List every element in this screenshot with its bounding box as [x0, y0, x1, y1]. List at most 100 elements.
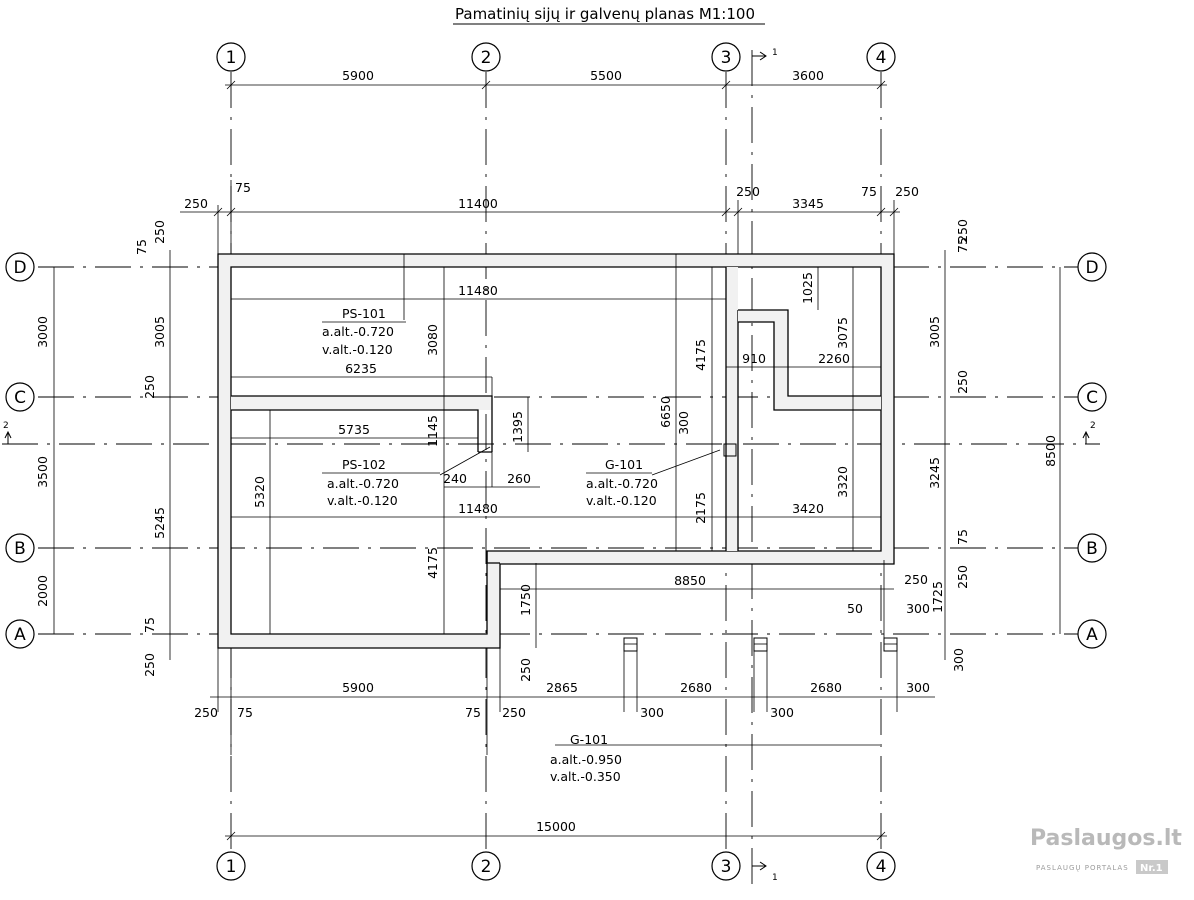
- svg-text:PS-102: PS-102: [342, 457, 386, 472]
- svg-text:3000: 3000: [35, 316, 50, 348]
- dimension-texts-top: 5900 5500 3600 250 75 11400 250 3345 75 …: [184, 68, 919, 211]
- grid-bubble-a-left: A: [5, 619, 35, 649]
- svg-text:250: 250: [184, 196, 208, 211]
- dimension-texts-left: 3000 3500 2000 75 250 3005 250 5245 75 2…: [35, 220, 167, 677]
- svg-text:5500: 5500: [590, 68, 622, 83]
- svg-text:A: A: [14, 625, 26, 645]
- label-ps-102: PS-102 a.alt.-0.720 v.alt.-0.120: [322, 457, 440, 508]
- grid-bubbles-bottom: 1 2 3 4: [216, 851, 896, 881]
- svg-text:3320: 3320: [835, 466, 850, 498]
- svg-text:1025: 1025: [800, 272, 815, 304]
- svg-text:6235: 6235: [345, 361, 377, 376]
- dimension-texts-bottom: 250 75 5900 75 250 250 2865 300 2680 300…: [194, 658, 930, 834]
- svg-text:300: 300: [906, 601, 930, 616]
- svg-text:300: 300: [906, 680, 930, 695]
- grid-bubble-1-bottom: 1: [216, 851, 246, 881]
- svg-text:3: 3: [721, 48, 732, 68]
- svg-text:5900: 5900: [342, 68, 374, 83]
- svg-text:v.alt.-0.120: v.alt.-0.120: [586, 493, 657, 508]
- svg-text:75: 75: [861, 184, 877, 199]
- svg-text:300: 300: [676, 411, 691, 435]
- svg-text:1: 1: [772, 48, 778, 58]
- svg-text:2680: 2680: [680, 680, 712, 695]
- label-g-101-lower: G-101 a.alt.-0.950 v.alt.-0.350: [550, 732, 622, 784]
- grid-bubble-d-left: D: [5, 252, 35, 282]
- svg-text:2: 2: [3, 421, 9, 431]
- svg-text:G-101: G-101: [570, 732, 608, 747]
- svg-text:300: 300: [770, 705, 794, 720]
- svg-text:300: 300: [951, 648, 966, 672]
- svg-text:3005: 3005: [152, 316, 167, 348]
- svg-text:910: 910: [742, 351, 766, 366]
- svg-text:4175: 4175: [693, 339, 708, 371]
- grid-bubble-3-bottom: 3: [711, 851, 741, 881]
- svg-text:5320: 5320: [252, 476, 267, 508]
- grid-bubble-3-top: 3: [711, 42, 741, 72]
- svg-text:5245: 5245: [152, 507, 167, 539]
- svg-text:D: D: [13, 258, 26, 278]
- svg-text:3600: 3600: [792, 68, 824, 83]
- svg-text:a.alt.-0.720: a.alt.-0.720: [322, 324, 394, 339]
- svg-text:8850: 8850: [674, 573, 706, 588]
- svg-text:11480: 11480: [458, 501, 498, 516]
- svg-text:2: 2: [481, 857, 492, 877]
- grid-bubble-b-left: B: [5, 533, 35, 563]
- svg-text:250: 250: [904, 572, 928, 587]
- grid-bubble-d-right: D: [1077, 252, 1107, 282]
- svg-text:240: 240: [443, 471, 467, 486]
- svg-text:75: 75: [237, 705, 253, 720]
- svg-text:250: 250: [194, 705, 218, 720]
- svg-text:5900: 5900: [342, 680, 374, 695]
- svg-text:8500: 8500: [1043, 435, 1058, 467]
- svg-text:2260: 2260: [818, 351, 850, 366]
- svg-text:2: 2: [1090, 421, 1096, 431]
- dimension-lines: [53, 80, 1061, 841]
- svg-text:1395: 1395: [510, 411, 525, 443]
- svg-text:15000: 15000: [536, 819, 576, 834]
- svg-text:11400: 11400: [458, 196, 498, 211]
- svg-text:3005: 3005: [927, 316, 942, 348]
- svg-text:4175: 4175: [425, 547, 440, 579]
- label-g-101-middle: G-101 a.alt.-0.720 v.alt.-0.120: [586, 457, 658, 508]
- grid-bubble-a-right: A: [1077, 619, 1107, 649]
- svg-text:D: D: [1085, 258, 1098, 278]
- svg-text:75: 75: [235, 180, 251, 195]
- svg-text:250: 250: [955, 219, 970, 243]
- svg-text:250: 250: [152, 220, 167, 244]
- svg-text:300: 300: [640, 705, 664, 720]
- svg-text:3420: 3420: [792, 501, 824, 516]
- svg-text:B: B: [14, 539, 26, 559]
- svg-text:260: 260: [507, 471, 531, 486]
- dimension-texts-inner: 11480 6235 5735 11480 8850 910 2260 3420…: [252, 272, 945, 616]
- svg-text:3345: 3345: [792, 196, 824, 211]
- grid-bubble-1-top: 1: [216, 42, 246, 72]
- grid-bubble-c-left: C: [5, 382, 35, 412]
- svg-text:250: 250: [895, 184, 919, 199]
- svg-text:1145: 1145: [425, 415, 440, 447]
- grid-bubble-b-right: B: [1077, 533, 1107, 563]
- svg-text:6650: 6650: [658, 396, 673, 428]
- svg-text:250: 250: [502, 705, 526, 720]
- section-markers: 1 1 2 2: [3, 48, 1096, 883]
- svg-text:250: 250: [518, 658, 533, 682]
- grid-bubbles-right: D C B A: [1077, 252, 1107, 649]
- grid-bubbles-left: D C B A: [5, 252, 35, 649]
- svg-text:C: C: [14, 388, 26, 408]
- svg-text:3245: 3245: [927, 457, 942, 489]
- dimension-texts-right: 8500 250 75 3005 250 3245 75 250 300: [927, 219, 1058, 672]
- svg-text:a.alt.-0.720: a.alt.-0.720: [586, 476, 658, 491]
- svg-text:2000: 2000: [35, 575, 50, 607]
- svg-text:Paslaugos.lt: Paslaugos.lt: [1030, 826, 1182, 851]
- grid-bubble-2-top: 2: [471, 42, 501, 72]
- svg-text:75: 75: [134, 239, 149, 255]
- svg-text:G-101: G-101: [605, 457, 643, 472]
- svg-text:11480: 11480: [458, 283, 498, 298]
- drawing-title: Pamatinių sijų ir galvenų planas M1:100: [455, 5, 755, 23]
- svg-text:v.alt.-0.350: v.alt.-0.350: [550, 769, 621, 784]
- svg-text:5735: 5735: [338, 422, 370, 437]
- svg-text:v.alt.-0.120: v.alt.-0.120: [327, 493, 398, 508]
- svg-text:PS-101: PS-101: [342, 306, 386, 321]
- svg-text:3080: 3080: [425, 324, 440, 356]
- svg-text:2: 2: [481, 48, 492, 68]
